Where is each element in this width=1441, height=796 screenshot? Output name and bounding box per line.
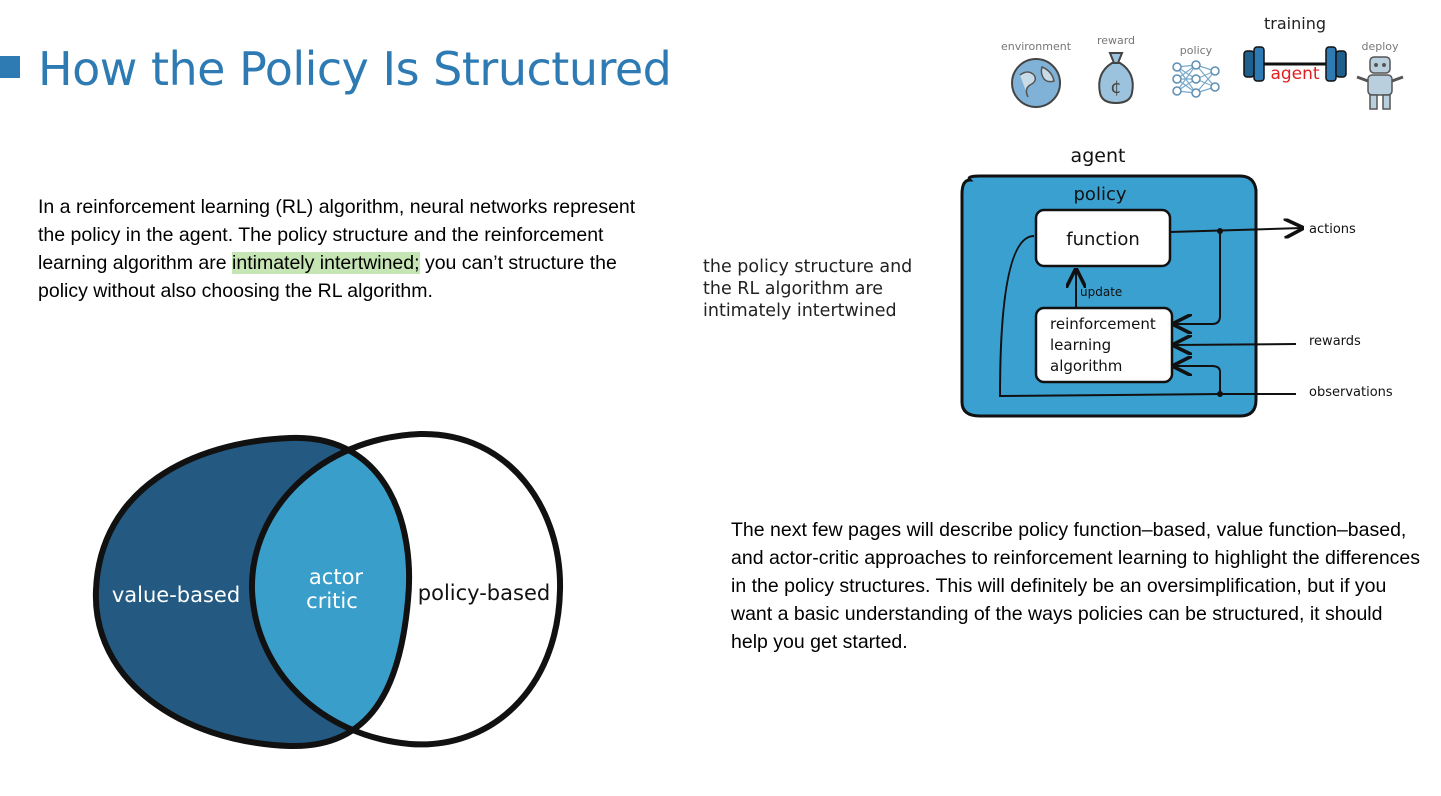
- rl-line-2: learning: [1050, 336, 1111, 354]
- svg-text:¢: ¢: [1110, 77, 1121, 98]
- money-bag-icon: ¢: [1098, 52, 1134, 105]
- intro-text-start: In a reinforcement learning (RL) algorit…: [38, 196, 636, 274]
- workflow-step-policy: policy: [1166, 44, 1226, 106]
- rl-line-1: reinforcement: [1050, 315, 1156, 333]
- observations-line: [998, 235, 1296, 398]
- workflow-step-training: training agent: [1240, 14, 1350, 96]
- workflow-label-training: training: [1264, 14, 1326, 33]
- closing-paragraph: The next few pages will describe policy …: [731, 519, 1421, 653]
- globe-icon: [1011, 58, 1061, 108]
- workflow-label-environment: environment: [1000, 40, 1072, 53]
- agent-diagram: agent policy function update reinforceme…: [960, 145, 1393, 418]
- intro-paragraph: In a reinforcement learning (RL) algorit…: [38, 193, 638, 305]
- barbell-icon: agent: [1243, 46, 1347, 84]
- rewards-label: rewards: [1309, 334, 1361, 349]
- observations-label: observations: [1309, 385, 1393, 400]
- actions-arrow: [1169, 228, 1302, 232]
- agent-title: agent: [1071, 145, 1126, 167]
- policy-label: policy: [1074, 184, 1127, 205]
- robot-icon: [1356, 56, 1404, 110]
- workflow-step-deploy: deploy: [1350, 40, 1410, 118]
- neural-network-icon: [1172, 60, 1220, 98]
- workflow-step-environment: environment: [1000, 40, 1072, 114]
- side-note-line-2: the RL algorithm are: [703, 279, 884, 299]
- actions-feedback-arrow: [1174, 231, 1221, 324]
- side-note-line-1: the policy structure and: [703, 257, 913, 277]
- venn-middle-line-1: actor: [309, 565, 363, 589]
- intro-highlight: intimately intertwined;: [232, 252, 420, 274]
- observations-arrow: [1174, 366, 1221, 394]
- workflow-step-reward: reward ¢: [1086, 34, 1146, 112]
- update-label: update: [1080, 285, 1122, 299]
- workflow-strip: environment reward ¢ policy: [990, 10, 1420, 120]
- venn-diagram: value-based actor critic policy-based: [92, 430, 564, 750]
- function-label: function: [1066, 229, 1140, 250]
- rl-line-3: algorithm: [1050, 357, 1122, 375]
- workflow-label-policy: policy: [1179, 44, 1213, 57]
- rewards-arrow: [1174, 344, 1297, 345]
- diagram-side-note: the policy structure and the RL algorith…: [703, 256, 912, 322]
- venn-middle-line-2: critic: [306, 589, 358, 613]
- intro-text-end: you can’t structure the policy without a…: [38, 252, 617, 302]
- training-badge: agent: [1270, 64, 1319, 84]
- workflow-label-reward: reward: [1096, 34, 1136, 47]
- venn-left-label: value-based: [112, 583, 240, 607]
- title-bullet: [0, 56, 20, 78]
- page-title: How the Policy Is Structured: [38, 42, 672, 96]
- function-box: [1034, 208, 1172, 268]
- side-note-line-3: intimately intertwined: [703, 301, 897, 321]
- actions-label: actions: [1309, 222, 1356, 237]
- workflow-label-deploy: deploy: [1361, 40, 1399, 53]
- venn-right-label: policy-based: [418, 581, 550, 605]
